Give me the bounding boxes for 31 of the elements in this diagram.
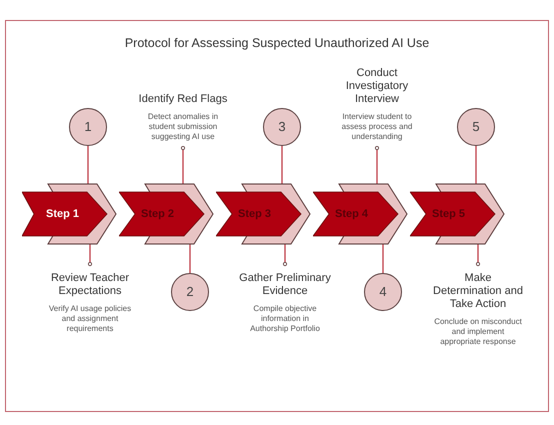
step-description: Interview student to assess process and understanding	[340, 112, 414, 142]
leader-line	[374, 146, 380, 184]
step-banner	[22, 183, 117, 245]
step-heading: Gather Preliminary Evidence	[238, 272, 332, 298]
leader-line	[281, 146, 283, 184]
step-description: Detect anomalies in student submission suggesting AI use	[146, 112, 220, 142]
leader-line	[282, 244, 288, 266]
leader-line	[88, 244, 92, 266]
step-heading: Identify Red Flags	[138, 93, 228, 106]
step-banner	[119, 183, 214, 245]
step-label: Step 1	[46, 207, 80, 222]
leader-line	[382, 244, 384, 273]
step-label: Step 5	[432, 207, 466, 222]
step-label: Step 4	[335, 207, 368, 222]
leader-line	[476, 244, 480, 266]
title: Protocol for Assessing Suspected Unauthorized AI Use	[124, 35, 430, 52]
step-label: Step 2	[141, 207, 174, 222]
step-description: Conclude on misconduct and implement appropriate response	[434, 317, 522, 347]
step-banner	[313, 183, 408, 245]
step-description: Compile objective information in Authorship Portfolio	[249, 304, 321, 334]
step-label: Step 3	[238, 207, 272, 222]
step-banner	[410, 183, 505, 245]
step-banner	[216, 183, 311, 245]
step-heading: Conduct Investigatory Interview	[344, 67, 410, 106]
step-heading: Review Teacher Expectations	[50, 272, 130, 298]
step-heading: Make Determination and Take Action	[432, 272, 524, 311]
leader-line	[189, 244, 191, 273]
step-description: Verify AI usage policies and assignment requirements	[48, 304, 132, 334]
leader-line	[475, 146, 477, 184]
leader-line	[87, 146, 89, 184]
leader-line	[180, 146, 186, 184]
